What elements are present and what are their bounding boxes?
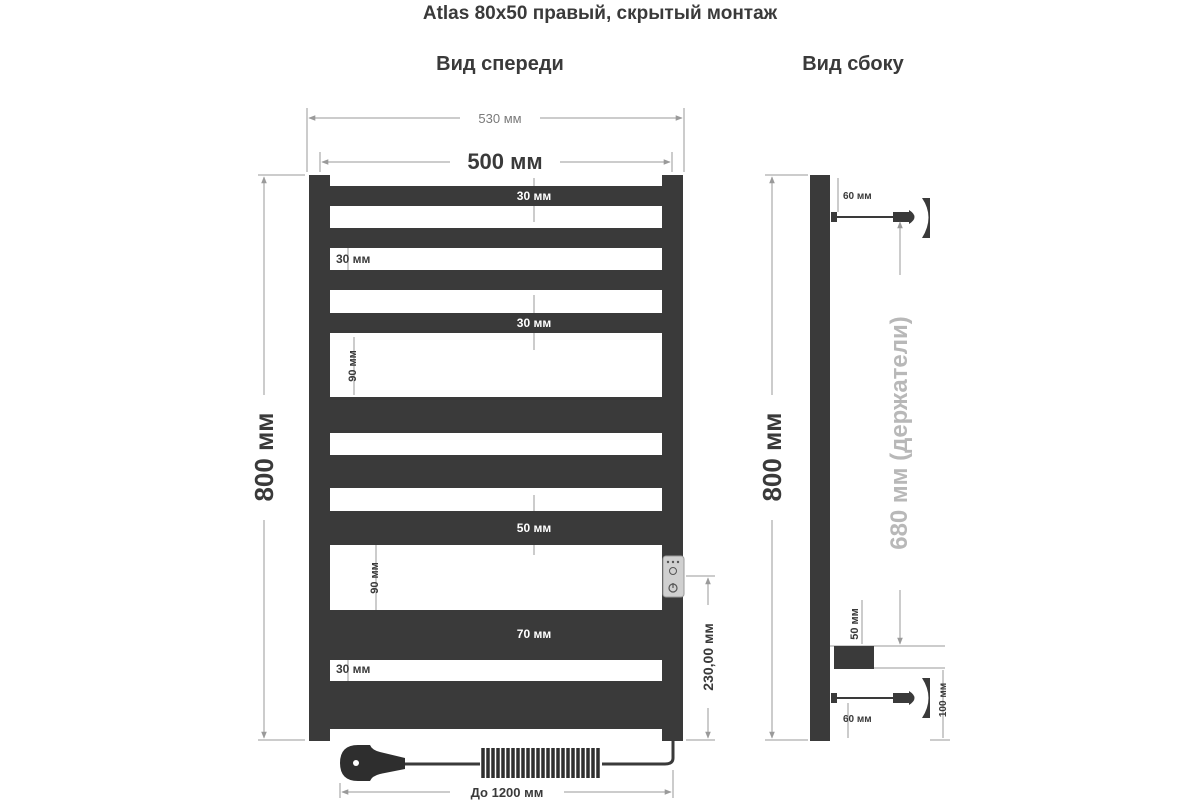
label-controller-offset: 230,00 мм (700, 623, 716, 690)
left-rail (309, 175, 330, 741)
mode-icon (669, 567, 677, 575)
side-rail (810, 175, 830, 741)
cable-segment-right (600, 741, 675, 766)
bar-8 (330, 610, 662, 660)
bottom-holder (831, 678, 930, 718)
bar-9 (330, 681, 662, 729)
plug-icon (340, 745, 405, 781)
bar-6 (330, 455, 662, 488)
indicator-led-1 (666, 560, 670, 564)
heating-controller (662, 555, 685, 598)
label-inner-width: 500 мм (467, 149, 542, 174)
bar-7 (330, 511, 662, 545)
side-connector (834, 646, 874, 669)
label-cable-length: До 1200 мм (471, 785, 544, 800)
plug-pin-icon (353, 760, 359, 766)
controller-housing (662, 555, 685, 598)
diagram-title: Atlas 80x50 правый, скрытый монтаж (423, 3, 778, 24)
bar-1 (330, 186, 662, 206)
label-gap-left-top: 30 мм (336, 252, 371, 266)
label-connector: 50 мм (849, 608, 861, 640)
indicator-led-3 (676, 560, 680, 564)
side-view: 800 мм 60 мм 680 мм (держатели) 50 мм (757, 174, 950, 741)
label-side-height: 800 мм (757, 412, 787, 501)
label-holders-span: 680 мм (держатели) (886, 316, 913, 550)
label-holder-bottom: 60 мм (843, 714, 872, 725)
power-cable (340, 741, 675, 781)
label-overall-width: 530 мм (478, 111, 521, 126)
label-bar-50: 50 мм (517, 521, 552, 535)
right-rail (662, 175, 683, 741)
label-gap-left-90-top: 90 мм (347, 350, 359, 382)
bar-5 (330, 397, 662, 433)
label-gap-left-bottom: 30 мм (336, 662, 371, 676)
front-view: 530 мм 500 мм 800 мм 30 мм 30 мм (249, 108, 716, 800)
label-front-height: 800 мм (249, 412, 279, 501)
bar-2 (330, 228, 662, 248)
side-view-heading: Вид сбоку (802, 53, 904, 75)
label-bar-70: 70 мм (517, 627, 552, 641)
indicator-led-2 (671, 560, 675, 564)
bar-4 (330, 313, 662, 333)
label-gap-top: 30 мм (517, 189, 552, 203)
label-holder-top: 60 мм (843, 191, 872, 202)
label-gap-mid-top: 30 мм (517, 316, 552, 330)
label-gap-left-90-bottom: 90 мм (369, 562, 381, 594)
bar-3 (330, 270, 662, 290)
front-view-heading: Вид спереди (436, 53, 564, 75)
label-wall-offset: 100 мм (938, 683, 949, 717)
cable-coil (481, 748, 600, 778)
top-holder (831, 198, 930, 238)
